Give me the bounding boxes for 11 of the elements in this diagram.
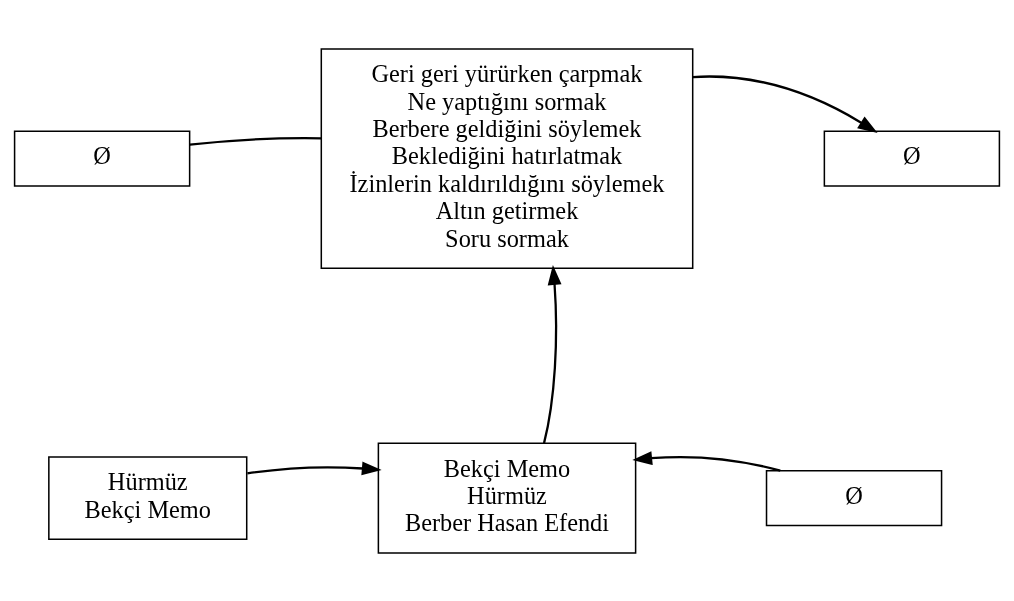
node-box: Ø [765,469,943,526]
node-box: Geri geri yürürken çarpmak Ne yaptığını sormak Berbere geldiğini söylemek Beklediğini hatırlatmak İzinlerin kaldırıldığını söylemek Altın getirmek Soru sormak [320,47,694,269]
arrow [247,461,382,475]
node-box: Ø [13,130,191,187]
node-box: Hürmüz Bekçi Memo [48,455,248,540]
node-box: Ø [823,130,1001,187]
connector [189,136,322,146]
arrow [692,74,878,133]
node-box: Bekçi Memo Hürmüz Berber Hasan Efendi [377,442,637,554]
arrow [632,450,781,472]
arrow [542,264,562,443]
